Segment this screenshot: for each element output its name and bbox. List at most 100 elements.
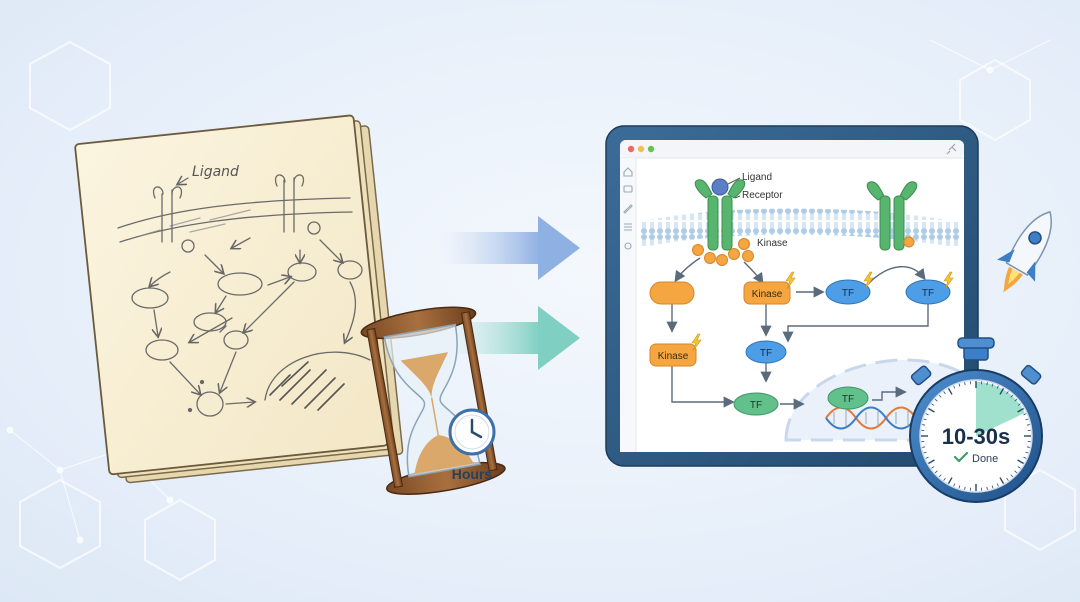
watch-tick bbox=[1014, 470, 1018, 474]
clock-icon bbox=[448, 408, 496, 456]
tablet: Ligand Receptor Kinase bbox=[598, 118, 986, 476]
svg-text:TF: TF bbox=[760, 348, 772, 359]
watch-tick bbox=[964, 382, 966, 386]
receptor-right bbox=[866, 181, 918, 251]
node-tf-4: TF bbox=[733, 392, 779, 416]
check-icon bbox=[953, 451, 969, 463]
watch-tick bbox=[991, 485, 994, 489]
lightning-icon bbox=[863, 271, 874, 290]
watch-tick bbox=[1006, 477, 1009, 481]
sketch-pathway bbox=[117, 174, 371, 417]
watch-tick bbox=[1026, 446, 1030, 448]
background-hexagons bbox=[19, 40, 1076, 582]
watch-tick bbox=[1010, 394, 1014, 398]
watch-tick bbox=[996, 483, 999, 487]
watch-tick bbox=[996, 385, 999, 389]
node-tf-2: TF bbox=[905, 271, 954, 305]
watch-tick bbox=[999, 477, 1005, 484]
watch-tick bbox=[1026, 424, 1030, 426]
watch-tick bbox=[943, 477, 946, 481]
transition-arrow-blue bbox=[440, 216, 580, 280]
watch-tick bbox=[943, 391, 946, 395]
rocket-icon bbox=[996, 210, 1052, 294]
watch-tick bbox=[986, 486, 988, 490]
watch-tick bbox=[1023, 413, 1027, 416]
watch-tick bbox=[953, 385, 956, 389]
node-tf-5: TF bbox=[827, 386, 869, 410]
watch-tick bbox=[1017, 407, 1024, 413]
diagram-receptor-label: Receptor bbox=[742, 190, 783, 201]
receptor-left bbox=[694, 178, 746, 251]
node-kinase-1: Kinase bbox=[743, 271, 796, 305]
watch-tick bbox=[991, 383, 994, 387]
watch-tick bbox=[964, 486, 966, 490]
node-tf-3: TF bbox=[745, 340, 787, 364]
stopwatch-time: 10-30s bbox=[942, 424, 1011, 449]
watch-tick bbox=[1017, 403, 1021, 406]
svg-text:TF: TF bbox=[842, 288, 854, 299]
maximize-dot[interactable] bbox=[647, 145, 655, 153]
lightning-icon bbox=[691, 333, 702, 352]
kinase-cluster bbox=[692, 238, 754, 266]
watch-tick bbox=[922, 446, 926, 448]
svg-text:TF: TF bbox=[922, 288, 934, 299]
watch-tick bbox=[1017, 466, 1021, 469]
signal-node bbox=[649, 281, 695, 305]
watch-tick bbox=[1017, 459, 1024, 465]
watch-tick bbox=[922, 424, 926, 426]
sketch-notebook: Ligand bbox=[74, 114, 404, 484]
watch-tick bbox=[986, 382, 988, 386]
list-icon[interactable] bbox=[624, 223, 632, 231]
watch-tick bbox=[938, 474, 942, 478]
stopwatch: 10-30s Done bbox=[909, 337, 1043, 503]
watch-tick bbox=[938, 394, 942, 398]
watch-tick bbox=[947, 477, 953, 484]
watch-tick bbox=[947, 388, 953, 395]
watch-tick bbox=[958, 485, 961, 489]
lightning-icon bbox=[785, 271, 796, 290]
watch-tick bbox=[1010, 474, 1014, 478]
watch-tick bbox=[1025, 418, 1029, 421]
watch-tick bbox=[923, 451, 927, 454]
watch-tick bbox=[934, 398, 938, 402]
pathway-arrows bbox=[666, 257, 929, 410]
watch-tick bbox=[934, 470, 938, 474]
diagram-kinase-label: Kinase bbox=[757, 238, 788, 249]
watch-tick bbox=[1023, 456, 1027, 459]
watch-tick bbox=[928, 459, 935, 465]
diagram-ligand-label: Ligand bbox=[742, 172, 772, 183]
pen-icon[interactable] bbox=[623, 204, 633, 214]
folder-icon[interactable] bbox=[623, 185, 633, 193]
svg-text:TF: TF bbox=[842, 394, 854, 405]
hours-label: Hours bbox=[452, 466, 493, 482]
progress-wedge bbox=[976, 382, 1025, 436]
gear-icon[interactable] bbox=[624, 242, 632, 250]
watch-tick bbox=[928, 407, 935, 413]
svg-text:TF: TF bbox=[750, 400, 762, 411]
watch-tick bbox=[999, 388, 1005, 395]
sketch-ligand-label: Ligand bbox=[192, 164, 239, 180]
watch-tick bbox=[923, 418, 927, 421]
hourglass bbox=[360, 306, 506, 495]
svg-text:Kinase: Kinase bbox=[658, 351, 689, 362]
pin-icon[interactable] bbox=[946, 143, 957, 155]
node-kinase-2: Kinase bbox=[649, 333, 702, 367]
watch-tick bbox=[953, 483, 956, 487]
watch-tick bbox=[1025, 451, 1029, 454]
stopwatch-status: Done bbox=[972, 453, 998, 465]
watch-tick bbox=[931, 466, 935, 469]
lightning-icon bbox=[943, 271, 954, 290]
minimize-dot[interactable] bbox=[637, 145, 645, 153]
watch-tick bbox=[1014, 398, 1018, 402]
close-dot[interactable] bbox=[627, 145, 635, 153]
watch-tick bbox=[925, 413, 929, 416]
watch-tick bbox=[1006, 391, 1009, 395]
watch-tick bbox=[958, 383, 961, 387]
watch-tick bbox=[931, 403, 935, 406]
svg-text:Kinase: Kinase bbox=[752, 289, 783, 300]
home-icon[interactable] bbox=[623, 167, 633, 177]
watch-tick bbox=[925, 456, 929, 459]
node-tf-1: TF bbox=[825, 271, 874, 305]
